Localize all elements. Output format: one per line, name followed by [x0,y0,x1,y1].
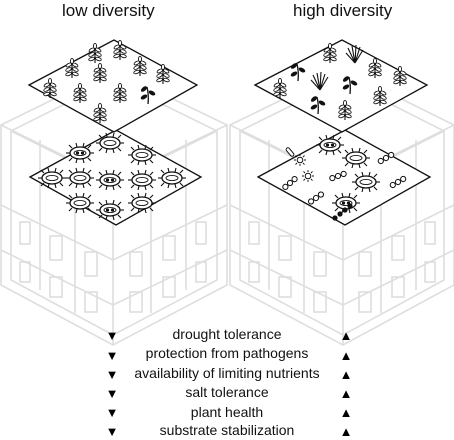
trait-label: plant health [190,404,264,420]
arrow-up-icon: ▲ [339,405,353,420]
sun-microbe-icon [293,153,307,167]
arrow-down-icon: ▼ [105,424,119,439]
fern-icon [87,42,103,64]
arrow-down-icon: ▼ [105,386,119,401]
arrow-down-icon: ▼ [105,367,119,382]
arrow-down-icon: ▼ [105,348,119,363]
arrow-up-icon: ▲ [339,367,353,382]
arrow-down-icon: ▼ [105,405,119,420]
high-diversity-title: high diversity [293,1,393,20]
trait-label: protection from pathogens [145,345,309,361]
arrow-down-icon: ▼ [105,328,119,343]
arrow-up-icon: ▲ [339,424,353,439]
trait-label: drought tolerance [172,326,282,342]
trait-label: availability of limiting nutrients [134,365,320,381]
low-diversity-title: low diversity [62,1,155,20]
arrow-up-icon: ▲ [339,328,353,343]
right-microbe-layer [256,129,432,226]
trait-label: salt tolerance [185,384,269,400]
arrow-up-icon: ▲ [339,386,353,401]
left-microbe-layer [28,129,203,226]
trait-label: substrate stabilization [159,422,295,438]
black-chain-bacteria-icon [332,203,353,221]
arrow-up-icon: ▲ [339,348,353,363]
sun-microbe-icon [301,169,315,183]
left-plant-layer [27,39,199,133]
right-plant-layer [253,39,429,133]
